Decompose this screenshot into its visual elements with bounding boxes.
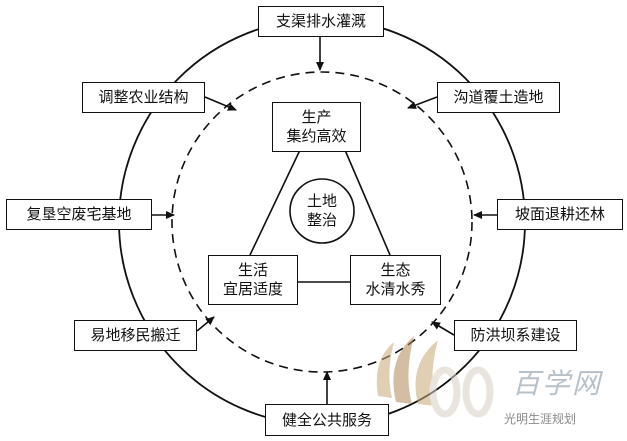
- arrow-bottom-right: [431, 321, 455, 336]
- label-top: 支渠排水灌溉: [258, 6, 384, 37]
- label-top-left: 调整农业结构: [82, 82, 205, 113]
- label-top-text: 支渠排水灌溉: [275, 12, 366, 30]
- inner-dashed-ring: [171, 71, 473, 373]
- watermark-logo-text: 百学网: [512, 367, 603, 400]
- label-top-right-text: 沟道覆土造地: [453, 88, 544, 106]
- node-ecology-subtitle: 水清水秀: [365, 280, 426, 298]
- label-right: 坡面退耕还林: [497, 199, 623, 230]
- center-line1: 土地: [306, 192, 337, 210]
- label-left: 复垦空废宅基地: [6, 199, 152, 230]
- arrow-bottom-left: [196, 316, 215, 332]
- watermark-logo: [376, 336, 494, 418]
- node-production-subtitle: 集约高效: [286, 127, 347, 145]
- label-right-text: 坡面退耕还林: [514, 205, 605, 223]
- node-living-title: 生活: [237, 261, 268, 279]
- node-production-title: 生产: [301, 108, 332, 126]
- arrow-top-right: [407, 96, 438, 109]
- arrow-top-left: [204, 96, 237, 111]
- label-bottom-left: 易地移民搬迁: [74, 320, 197, 351]
- label-bottom-right: 防洪坝系建设: [454, 320, 577, 351]
- node-living: 生活 宜居适度: [208, 255, 298, 305]
- label-top-left-text: 调整农业结构: [98, 88, 189, 106]
- watermark-caption: 光明生涯规划: [504, 412, 577, 426]
- node-ecology: 生态 水清水秀: [350, 255, 441, 305]
- link-production-ecology: [344, 149, 391, 256]
- label-top-right: 沟道覆土造地: [437, 82, 560, 113]
- node-living-subtitle: 宜居适度: [222, 280, 283, 298]
- node-ecology-title: 生态: [380, 261, 411, 279]
- label-bottom-right-text: 防洪坝系建设: [470, 326, 561, 344]
- label-bottom: 健全公共服务: [265, 404, 389, 436]
- center-line2: 整治: [306, 211, 337, 229]
- center-circle: [289, 178, 355, 244]
- label-bottom-text: 健全公共服务: [281, 410, 372, 429]
- label-bottom-left-text: 易地移民搬迁: [90, 326, 181, 344]
- node-production: 生产 集约高效: [272, 102, 361, 152]
- link-production-living: [249, 149, 301, 256]
- center-label: 土地 整治: [290, 179, 354, 243]
- label-left-text: 复垦空废宅基地: [26, 205, 132, 223]
